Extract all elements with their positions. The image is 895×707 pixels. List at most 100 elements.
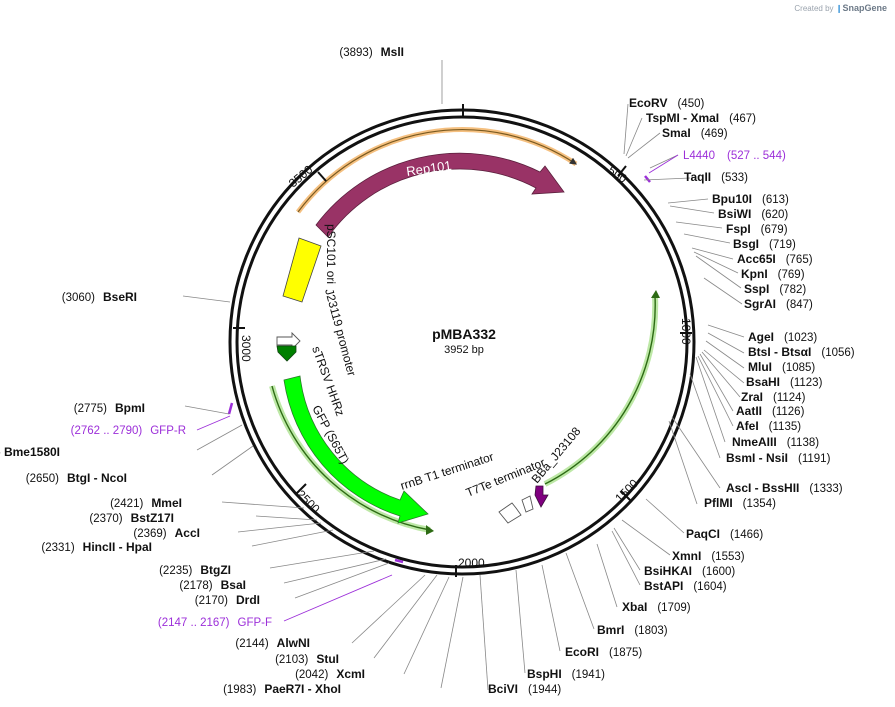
site-name: SgrAI: [744, 297, 776, 311]
site-label: AgeI (1023): [748, 330, 817, 344]
ori-block: [282, 237, 322, 303]
site-name: BmrI: [597, 623, 624, 637]
site-position: (2144): [235, 638, 268, 650]
site-label: BmrI (1803): [597, 623, 668, 637]
site-position: (2042): [295, 669, 328, 681]
site-label: (2235)BtgZI: [159, 563, 231, 577]
site-label: SmaI(469): [662, 126, 728, 140]
site-name: EcoRV: [629, 96, 667, 110]
primer-mark-gfp-f: [394, 558, 404, 564]
site-name: SmaI: [662, 126, 691, 140]
site-name: AlwNI: [277, 636, 310, 650]
site-name: Bpu10I: [712, 192, 752, 206]
site-position: (1123): [790, 377, 823, 389]
site-position: (1803): [634, 625, 667, 637]
site-label: AatII (1126): [736, 404, 805, 418]
site-position: (1191): [798, 453, 831, 465]
site-position: (679): [761, 224, 788, 236]
site-label: TaqII(533): [684, 170, 748, 184]
site-position: (1466): [730, 529, 763, 541]
site-name: BspHI: [527, 667, 562, 681]
site-name: TaqII: [684, 170, 711, 184]
site-label: MluI(1085): [748, 360, 815, 374]
site-name: ZraI: [741, 390, 763, 404]
site-position: (2235): [159, 565, 192, 577]
site-position: (769): [778, 269, 805, 281]
site-position: (1983): [223, 684, 256, 696]
site-label: TspMI - XmaI(467): [646, 111, 756, 125]
site-label: BspHI(1941): [527, 667, 605, 681]
site-position: (2775): [74, 403, 107, 415]
site-label: PaqCI (1466): [686, 527, 763, 541]
site-name: BsiHKAI: [644, 564, 692, 578]
site-label: EcoRV(450): [629, 96, 704, 110]
site-label: (3060) BseRI: [62, 290, 137, 304]
site-name: BciVI: [488, 682, 518, 696]
primer-labels: L4440(527 .. 544) (2762 .. 2790)GFP-R (214…: [71, 150, 786, 629]
site-position: (3893): [339, 47, 372, 59]
site-name: BpmI: [115, 401, 145, 415]
snapgene-credit: Created by ❙SnapGene: [794, 3, 887, 13]
site-name: XmnI: [672, 549, 701, 563]
site-name: BstZ17I: [131, 511, 174, 525]
site-name: BsmI - NsiI: [726, 451, 788, 465]
site-position: (1126): [772, 406, 805, 418]
site-name: MslI: [381, 45, 404, 59]
site-label: BsmI - NsiI (1191): [726, 451, 831, 465]
primer-label: (2762 .. 2790)GFP-R: [71, 425, 186, 437]
site-name: BsaI: [221, 578, 246, 592]
site-label: (2750)BaeGI - Bme1580I: [0, 445, 60, 459]
site-name: MmeI: [151, 496, 182, 510]
primer-part: GFP-F: [238, 617, 273, 629]
t7te-arrow: [498, 502, 522, 524]
site-name: EcoRI: [565, 645, 599, 659]
site-position: (2103): [275, 654, 308, 666]
hhrz-arrow: [276, 345, 297, 362]
site-position: (1085): [782, 362, 815, 374]
site-position: (3060): [62, 292, 95, 304]
site-label: BsiHKAI (1600): [644, 564, 735, 578]
site-label: (2042) XcmI: [295, 667, 365, 681]
site-label: (1983)PaeR7I - XhoI: [223, 682, 341, 696]
credit-prefix: Created by: [794, 4, 834, 13]
site-name: XcmI: [336, 667, 365, 681]
site-name: AgeI: [748, 330, 774, 344]
site-name: BseRI: [103, 290, 137, 304]
site-position: (1709): [657, 602, 690, 614]
site-label: (2650)BtgI - NcoI: [26, 471, 127, 485]
snapgene-logo-icon: ❙: [835, 4, 843, 13]
site-position: (1553): [711, 551, 744, 563]
site-name: BtgI - NcoI: [67, 471, 127, 485]
primer-part: (2147 .. 2167): [158, 617, 230, 629]
site-name: PaqCI: [686, 527, 720, 541]
primer-label: L4440(527 .. 544): [683, 150, 786, 162]
primer-label: (2147 .. 2167) GFP-F: [158, 617, 272, 629]
primer-part: (2762 .. 2790): [71, 425, 143, 437]
primer-mark-gfp-r: [227, 402, 234, 415]
site-position: (1600): [702, 566, 735, 578]
site-label: AscI - BssHII(1333): [726, 481, 843, 495]
bba-arrow: [534, 485, 549, 508]
site-position: (1875): [609, 647, 642, 659]
site-position: (1944): [528, 684, 561, 696]
site-label: (2103)StuI: [275, 652, 339, 666]
site-position: (613): [762, 194, 789, 206]
site-name: NmeAIII: [732, 435, 777, 449]
site-label: FspI (679): [726, 222, 788, 236]
site-label: (2178)BsaI: [179, 578, 246, 592]
site-name: BsaHI: [746, 375, 780, 389]
site-position: (1023): [784, 332, 817, 344]
site-label: (2331)HincII - HpaI: [41, 540, 152, 554]
site-name: KpnI: [741, 267, 768, 281]
site-label: ZraI(1124): [741, 390, 806, 404]
plasmid-length: 3952 bp: [444, 344, 484, 356]
primer-part: (527 .. 544): [727, 150, 786, 162]
site-label: BsiWI(620): [718, 207, 788, 221]
site-label: (3893) MslI: [339, 45, 404, 59]
site-label: AfeI(1135): [736, 419, 801, 433]
site-position: (1138): [787, 437, 820, 449]
site-name: FspI: [726, 222, 751, 236]
site-name: AatII: [736, 404, 762, 418]
site-label: (2421)MmeI: [110, 496, 182, 510]
